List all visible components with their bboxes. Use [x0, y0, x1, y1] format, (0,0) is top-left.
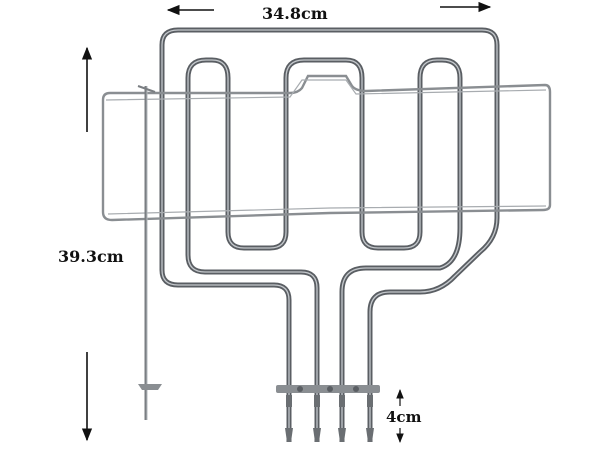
width-dimension-label: 34.8cm — [262, 4, 328, 23]
height-dimension-label: 39.3cm — [58, 247, 124, 266]
terminal-length-label: 4cm — [386, 408, 422, 426]
mounting-bracket — [276, 385, 380, 393]
probe-rod — [137, 85, 162, 420]
support-frame — [101, 74, 552, 222]
outer-heating-tube — [159, 27, 500, 442]
terminal-pins — [285, 395, 374, 442]
inner-heating-tube — [185, 57, 463, 442]
